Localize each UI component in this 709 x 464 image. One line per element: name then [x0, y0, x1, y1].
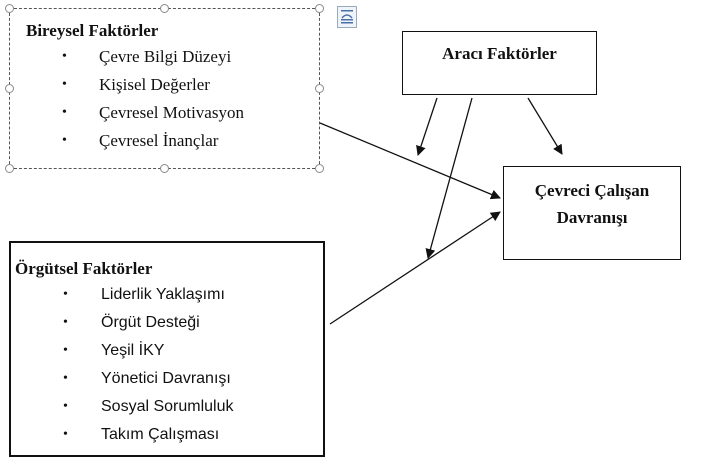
resize-handle-top-right[interactable]	[315, 4, 324, 13]
mediator-factors-title: Aracı Faktörler	[442, 44, 557, 63]
outcome-box[interactable]: Çevreci Çalışan Davranışı	[503, 166, 681, 260]
arrow-organizational-to-outcome	[329, 211, 501, 325]
arrow-mediator-to-individual-link	[416, 97, 438, 156]
resize-handle-top-middle[interactable]	[160, 4, 169, 13]
resize-handle-middle-right[interactable]	[315, 84, 324, 93]
layout-options-glyph	[341, 10, 353, 24]
resize-handle-bottom-left[interactable]	[5, 164, 14, 173]
outcome-title-line1: Çevreci Çalışan	[534, 181, 650, 200]
resize-handle-bottom-right[interactable]	[315, 164, 324, 173]
arrow-mediator-to-organizational-link	[425, 97, 473, 259]
individual-factors-box[interactable]: Bireysel Faktörler •Çevre Bilgi Düzeyi •…	[9, 8, 320, 169]
individual-factors-title: Bireysel Faktörler	[26, 21, 159, 40]
outcome-title-line2: Davranışı	[556, 208, 628, 227]
layout-options-icon[interactable]	[337, 6, 357, 28]
arrow-mediator-to-outcome	[527, 97, 563, 155]
arrow-individual-to-outcome	[319, 122, 501, 200]
outcome-title: Çevreci Çalışan Davranışı	[504, 177, 680, 231]
resize-handle-middle-left[interactable]	[5, 84, 14, 93]
mediator-factors-box[interactable]: Aracı Faktörler	[402, 31, 597, 95]
resize-handle-top-left[interactable]	[5, 4, 14, 13]
resize-handle-bottom-middle[interactable]	[160, 164, 169, 173]
organizational-factors-title: Örgütsel Faktörler	[15, 259, 153, 278]
organizational-factors-box[interactable]: Örgütsel Faktörler •Liderlik Yaklaşımı •…	[9, 241, 325, 457]
